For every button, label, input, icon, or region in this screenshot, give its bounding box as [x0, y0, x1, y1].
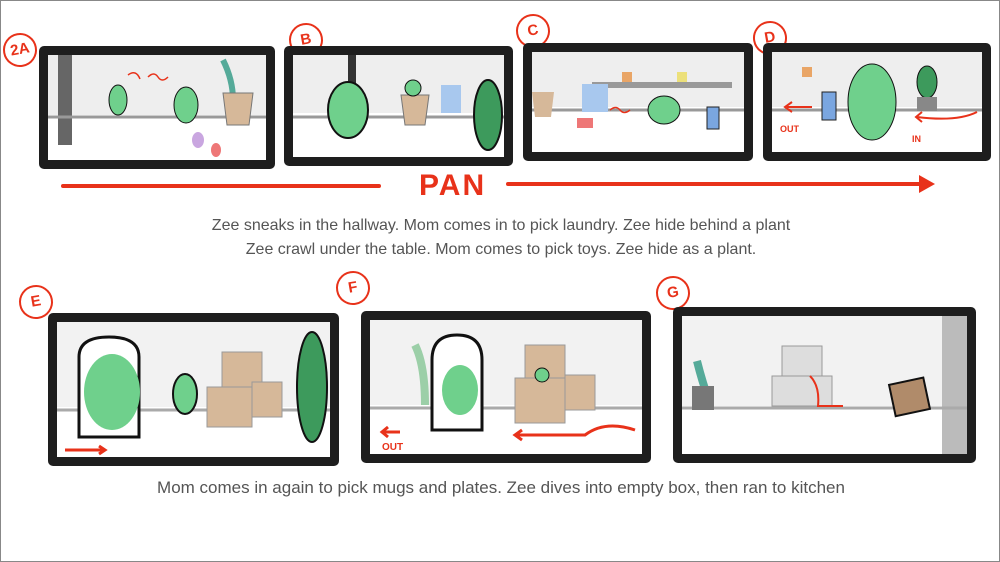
- panel-label-f: F: [333, 268, 373, 308]
- panel-d: OUT IN: [763, 43, 991, 161]
- caption-bottom: Mom comes in again to pick mugs and plat…: [157, 478, 845, 497]
- panel-label-2a: 2A: [1, 30, 40, 70]
- panel-f: OUT: [361, 311, 651, 463]
- caption-top-line2: Zee crawl under the table. Mom comes to …: [245, 241, 757, 258]
- panel-d-sketch: OUT IN: [772, 52, 982, 152]
- panel-e-sketch: [57, 322, 330, 457]
- panel-g: [673, 307, 976, 463]
- panel-c: [523, 43, 753, 161]
- panel-g-sketch: [682, 316, 967, 454]
- panel-b-sketch: [293, 55, 504, 157]
- caption-top-line1: Zee sneaks in the hallway. Mom comes in …: [211, 217, 791, 234]
- panel-f-sketch: OUT: [370, 320, 642, 454]
- panel-2a: [39, 46, 275, 169]
- panel-e: [48, 313, 339, 466]
- panel-b: [284, 46, 513, 166]
- annotation-out: OUT: [780, 124, 800, 134]
- annotation-out: OUT: [382, 442, 403, 453]
- pan-arrow-right: [506, 182, 926, 186]
- panel-2a-sketch: [48, 55, 266, 160]
- pan-arrowhead-icon: [919, 175, 935, 193]
- pan-label: PAN: [419, 169, 487, 202]
- pan-arrow-left: [61, 184, 381, 188]
- annotation-in: IN: [912, 134, 921, 144]
- panel-c-sketch: [532, 52, 744, 152]
